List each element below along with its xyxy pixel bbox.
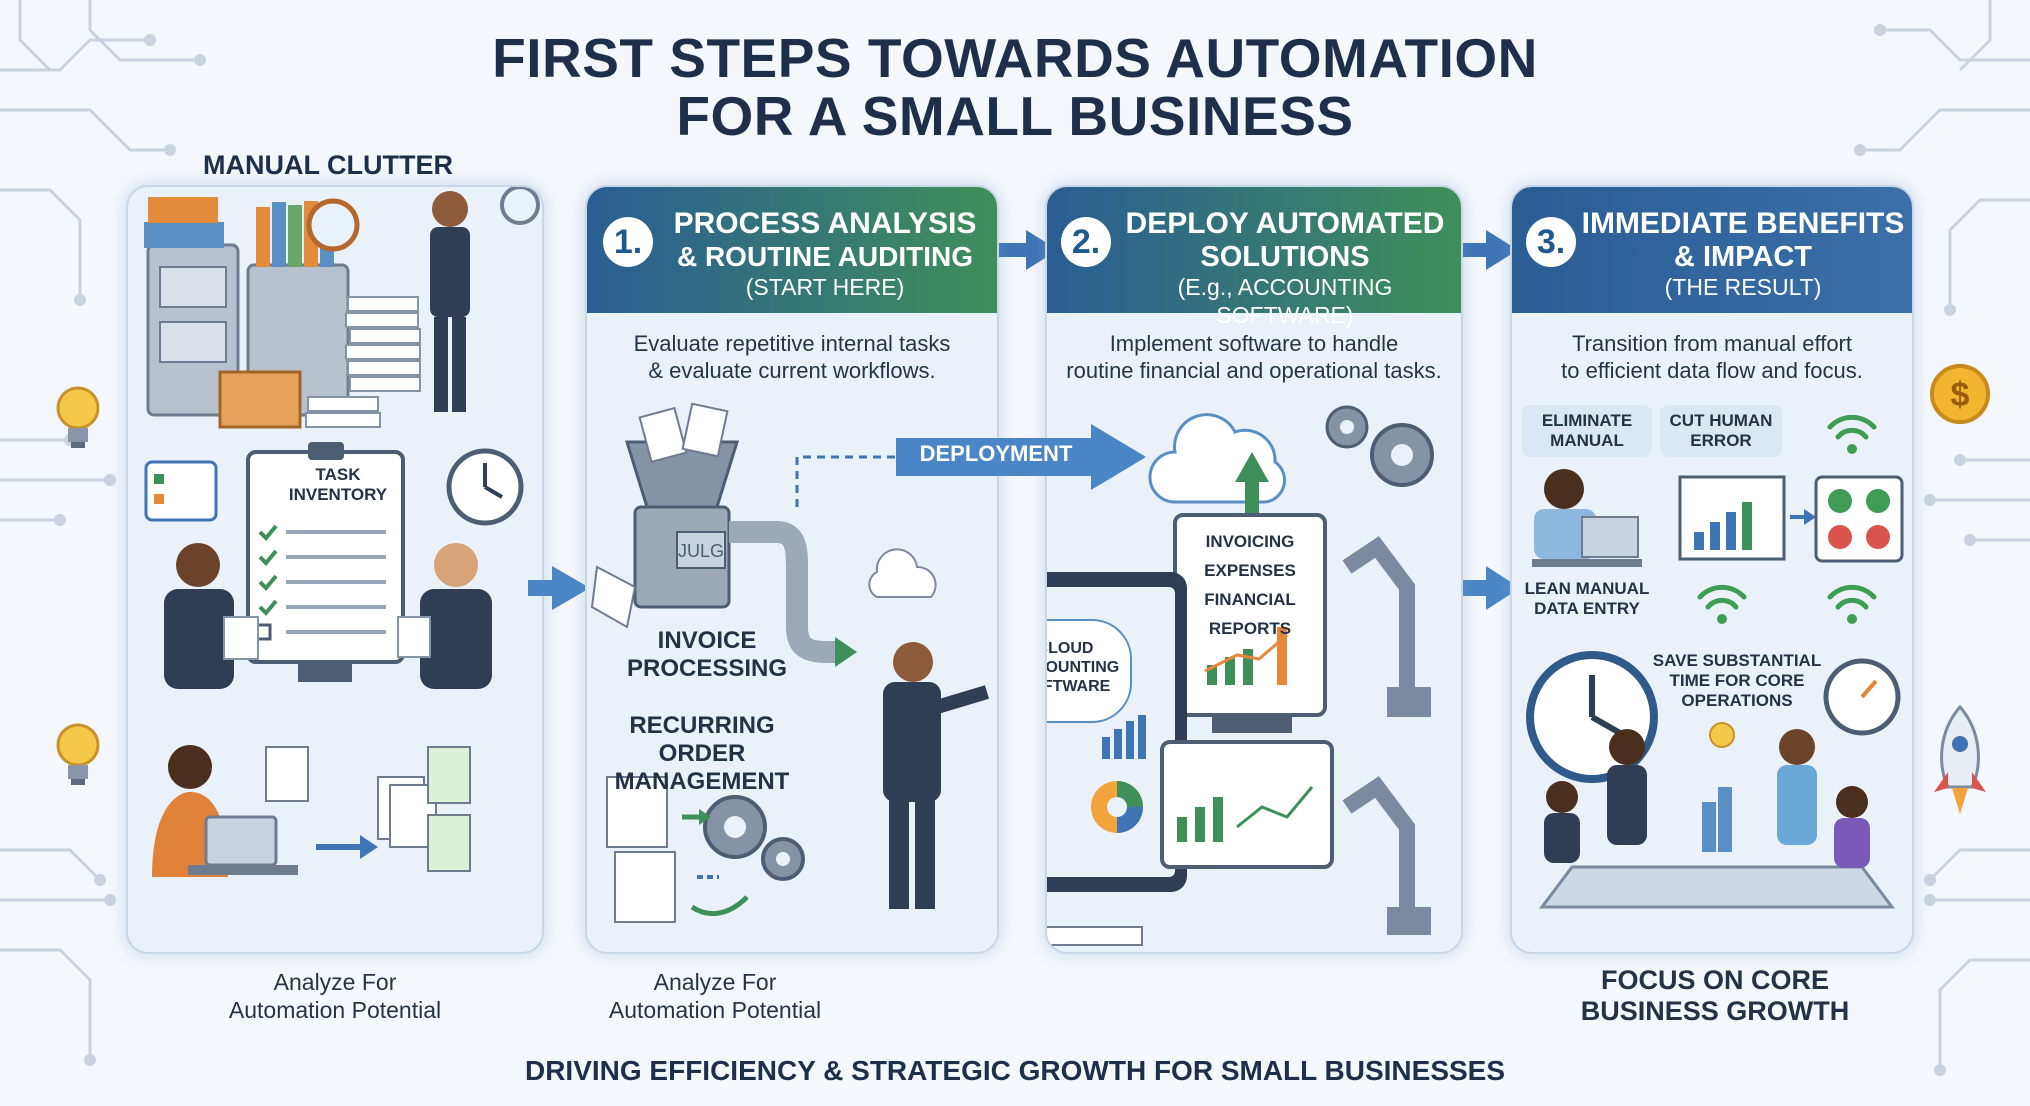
desc-line: & evaluate current workflows.	[648, 358, 936, 383]
step1-number: 1.	[603, 217, 653, 267]
label-line: LEAN MANUAL	[1524, 579, 1650, 598]
step3-number: 3.	[1526, 217, 1576, 267]
task-inventory-label: TASK INVENTORY	[288, 465, 388, 504]
step3-illustration	[1526, 414, 1904, 909]
step2-title: DEPLOY AUTOMATED SOLUTIONS (E.g., ACCOUN…	[1113, 207, 1457, 329]
label-line: BUSINESS GROWTH	[1580, 996, 1850, 1026]
step1-title-line: (START HERE)	[745, 274, 905, 300]
step3-title-line: & IMPACT	[1673, 241, 1812, 273]
lean-data-entry-label: LEAN MANUAL DATA ENTRY	[1512, 579, 1662, 619]
manual-clutter-label: MANUAL CLUTTER	[203, 150, 453, 180]
step2-title-line: DEPLOY AUTOMATED	[1125, 207, 1445, 240]
deployment-arrow-shape	[896, 424, 1146, 490]
module-expenses: EXPENSES	[1204, 561, 1296, 580]
step1-title: PROCESS ANALYSIS & ROUTINE AUDITING (STA…	[657, 207, 993, 301]
lightbulb-icon	[56, 386, 100, 448]
deployment-label: DEPLOYMENT	[919, 441, 1073, 466]
step3-title-line: IMMEDIATE BENEFITS	[1581, 207, 1905, 240]
label-line: CLOUD	[1047, 640, 1094, 657]
label-line: TIME FOR CORE	[1669, 671, 1805, 690]
eliminate-manual-tag: ELIMINATE MANUAL	[1522, 405, 1652, 457]
label-line: INVOICE	[657, 627, 757, 654]
rocket-icon	[1934, 704, 1986, 814]
desc-line: Implement software to handle	[1109, 331, 1399, 356]
step2-title-line: (E.g., ACCOUNTING SOFTWARE)	[1177, 274, 1393, 328]
desc-line: Transition from manual effort	[1571, 331, 1852, 356]
tag-line: MANUAL	[1550, 431, 1624, 450]
module-invoicing: INVOICING	[1205, 532, 1295, 551]
step3-title: IMMEDIATE BENEFITS & IMPACT (THE RESULT)	[1576, 207, 1910, 301]
caption-line: Analyze For	[273, 969, 397, 995]
page-subtitle: FOR A SMALL BUSINESS	[676, 85, 1354, 147]
module-reports: REPORTS	[1208, 619, 1292, 638]
caption-line: Automation Potential	[228, 997, 442, 1023]
label-line: ACCOUNTING	[1045, 659, 1120, 676]
step2-title-line: SOLUTIONS	[1200, 241, 1370, 273]
lightbulb-icon	[56, 723, 100, 785]
label-line: SAVE SUBSTANTIAL	[1652, 651, 1822, 670]
step2-illustration	[1047, 405, 1434, 946]
tag-line: ELIMINATE	[1541, 411, 1633, 430]
deployment-arrow: DEPLOYMENT	[896, 424, 1146, 490]
footer-tagline: DRIVING EFFICIENCY & STRATEGIC GROWTH FO…	[524, 1055, 1506, 1086]
manual-clutter-illustration	[144, 187, 540, 877]
focus-growth-label: FOCUS ON CORE BUSINESS GROWTH	[1550, 965, 1880, 1027]
label-line: RECURRING ORDER	[629, 712, 775, 767]
step1-caption: Analyze For Automation Potential	[570, 968, 860, 1024]
invoice-processing-label: INVOICE PROCESSING	[627, 627, 787, 683]
tag-line: CUT HUMAN	[1669, 411, 1773, 430]
cut-human-error-tag: CUT HUMAN ERROR	[1660, 405, 1782, 457]
manual-clutter-panel	[126, 185, 544, 954]
step1-title-line: PROCESS ANALYSIS	[673, 207, 977, 240]
save-time-label: SAVE SUBSTANTIAL TIME FOR CORE OPERATION…	[1642, 651, 1832, 711]
step2-description: Implement software to handle routine fin…	[1047, 330, 1461, 384]
step3-header: 3. IMMEDIATE BENEFITS & IMPACT (THE RESU…	[1512, 187, 1912, 313]
caption-line: Analyze For	[653, 969, 777, 995]
cloud-accounting-label: CLOUD ACCOUNTING SOFTWARE	[1045, 639, 1130, 696]
cloud-accounting-badge: CLOUD ACCOUNTING SOFTWARE	[1045, 619, 1132, 723]
tag-line: ERROR	[1690, 431, 1752, 450]
step1-illustration: JULG	[590, 402, 990, 923]
desc-line: routine financial and operational tasks.	[1066, 358, 1442, 383]
caption-line: Automation Potential	[608, 997, 822, 1023]
step1-header: 1. PROCESS ANALYSIS & ROUTINE AUDITING (…	[587, 187, 997, 313]
label-line: SOFTWARE	[1047, 678, 1111, 695]
label-line: OPERATIONS	[1681, 691, 1793, 710]
accounting-modules: INVOICING EXPENSES FINANCIAL REPORTS	[1175, 527, 1325, 643]
desc-line: Evaluate repetitive internal tasks	[633, 331, 951, 356]
step2-header: 2. DEPLOY AUTOMATED SOLUTIONS (E.g., ACC…	[1047, 187, 1461, 328]
step3-title-line: (THE RESULT)	[1664, 274, 1822, 300]
desc-line: to efficient data flow and focus.	[1561, 358, 1863, 383]
label-line: FOCUS ON CORE	[1600, 965, 1829, 995]
machine-label: JULG	[678, 541, 724, 561]
page-title: FIRST STEPS TOWARDS AUTOMATION	[492, 27, 1538, 89]
dollar-coin-icon: $	[1930, 364, 1990, 424]
module-financial: FINANCIAL	[1204, 590, 1296, 609]
step2-number: 2.	[1061, 217, 1111, 267]
label-line: MANAGEMENT	[614, 768, 790, 795]
step3-panel: 3. IMMEDIATE BENEFITS & IMPACT (THE RESU…	[1510, 185, 1914, 954]
step1-title-line: & ROUTINE AUDITING	[676, 241, 974, 272]
step2-panel: 2. DEPLOY AUTOMATED SOLUTIONS (E.g., ACC…	[1045, 185, 1463, 954]
recurring-order-label: RECURRING ORDER MANAGEMENT	[592, 712, 812, 796]
svg-text:$: $	[1951, 376, 1970, 414]
label-line: DATA ENTRY	[1534, 599, 1640, 618]
step1-panel: 1. PROCESS ANALYSIS & ROUTINE AUDITING (…	[585, 185, 999, 954]
manual-caption: Analyze For Automation Potential	[195, 968, 475, 1024]
step3-description: Transition from manual effort to efficie…	[1512, 330, 1912, 384]
label-line: PROCESSING	[627, 655, 788, 682]
step1-description: Evaluate repetitive internal tasks & eva…	[587, 330, 997, 384]
